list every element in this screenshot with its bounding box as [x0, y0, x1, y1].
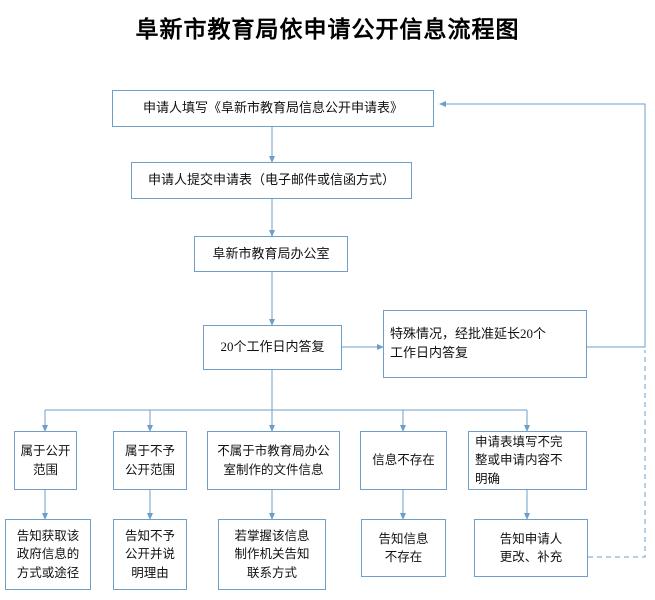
node-apply-form[interactable]: 申请人填写《阜新市教育局信息公开申请表》 [112, 90, 434, 127]
node-info-not-exist[interactable]: 信息不存在 [360, 431, 447, 490]
node-form-incomplete[interactable]: 申请表填写不完 整或申请内容不 明确 [468, 431, 587, 490]
node-submit-form[interactable]: 申请人提交申请表（电子邮件或信函方式） [131, 162, 412, 199]
node-public-scope[interactable]: 属于公开 范围 [14, 431, 77, 490]
node-notify-change[interactable]: 告知申请人 更改、补充 [474, 519, 588, 577]
node-not-public-scope[interactable]: 属于不予 公开范围 [113, 431, 187, 490]
connector-notify-change-return [588, 350, 646, 558]
node-reply-20-days[interactable]: 20个工作日内答复 [203, 325, 342, 370]
node-not-made-by-office[interactable]: 不属于市教育局办公 室制作的文件信息 [207, 431, 340, 490]
page-title: 阜新市教育局依申请公开信息流程图 [135, 17, 520, 42]
node-notify-maker[interactable]: 若掌握该信息 制作机关告知 联系方式 [218, 519, 326, 590]
node-extend-20-days[interactable]: 特殊情况，经批准延长20个 工作日内答复 [383, 310, 587, 378]
node-office[interactable]: 阜新市教育局办公室 [194, 236, 348, 272]
connector-extend-loop-back [439, 101, 646, 348]
node-notify-not-public[interactable]: 告知不予 公开并说 明理由 [113, 519, 187, 590]
node-notify-get-method[interactable]: 告知获取该 政府信息的 方式或途径 [5, 519, 91, 590]
node-notify-not-exist[interactable]: 告知信息 不存在 [361, 519, 446, 577]
